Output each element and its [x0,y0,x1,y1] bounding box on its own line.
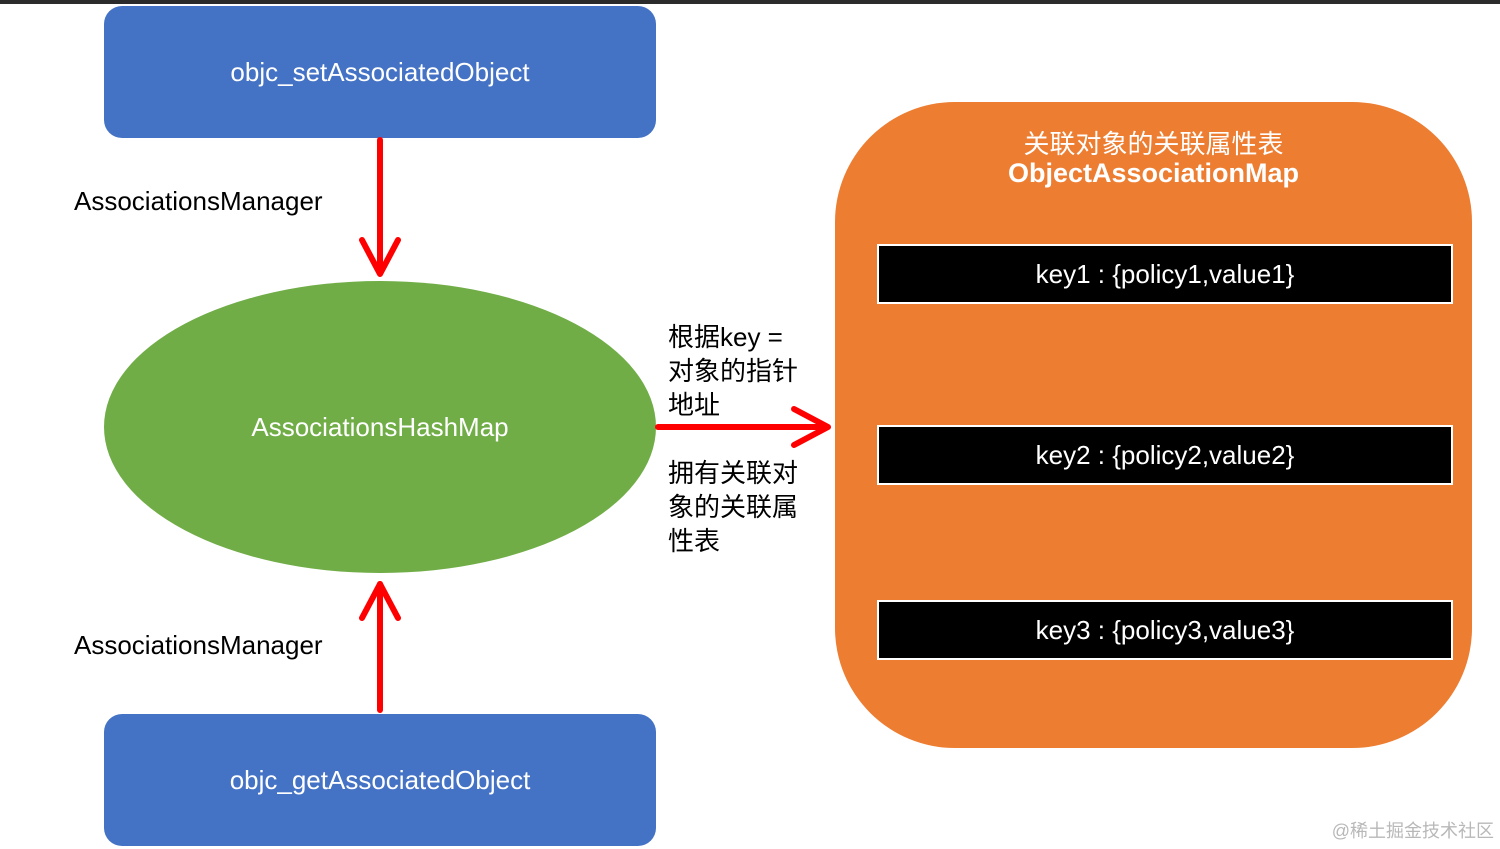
watermark: @稀土掘金技术社区 [1331,821,1494,841]
map-entry-label: key2 : {policy2,value2} [1035,439,1295,470]
lookup-by-key-text: 根据key = 对象的指针地址 [668,322,799,420]
top-border [0,0,1500,4]
map-entry: key2 : {policy2,value2} [877,425,1453,485]
association-map-title-en: ObjectAssociationMap [1007,158,1300,188]
associations-manager-label-top: AssociationsManager [74,186,323,216]
map-entry-label: key1 : {policy1,value1} [1035,258,1295,289]
association-map-title-cn: 关联对象的关联属性表 [1023,129,1284,159]
map-entry: key3 : {policy3,value3} [877,600,1453,660]
associations-hashmap-label: AssociationsHashMap [251,411,509,442]
set-associated-object-box: objc_setAssociatedObject [104,6,656,138]
associations-hashmap-node: AssociationsHashMap [104,281,656,573]
set-associated-object-label: objc_setAssociatedObject [230,56,530,87]
associations-manager-label-bottom: AssociationsManager [74,630,323,660]
map-entry-label: key3 : {policy3,value3} [1035,614,1295,645]
map-entry: key1 : {policy1,value1} [877,244,1453,304]
arrow-up-to-hashmap [359,581,401,713]
get-associated-object-box: objc_getAssociatedObject [104,714,656,846]
owns-association-map-text: 拥有关联对象的关联属性表 [668,458,799,556]
arrow-down-to-hashmap [359,137,401,277]
object-association-map-node: 关联对象的关联属性表 ObjectAssociationMap key1 : {… [835,102,1472,748]
get-associated-object-label: objc_getAssociatedObject [229,764,531,795]
